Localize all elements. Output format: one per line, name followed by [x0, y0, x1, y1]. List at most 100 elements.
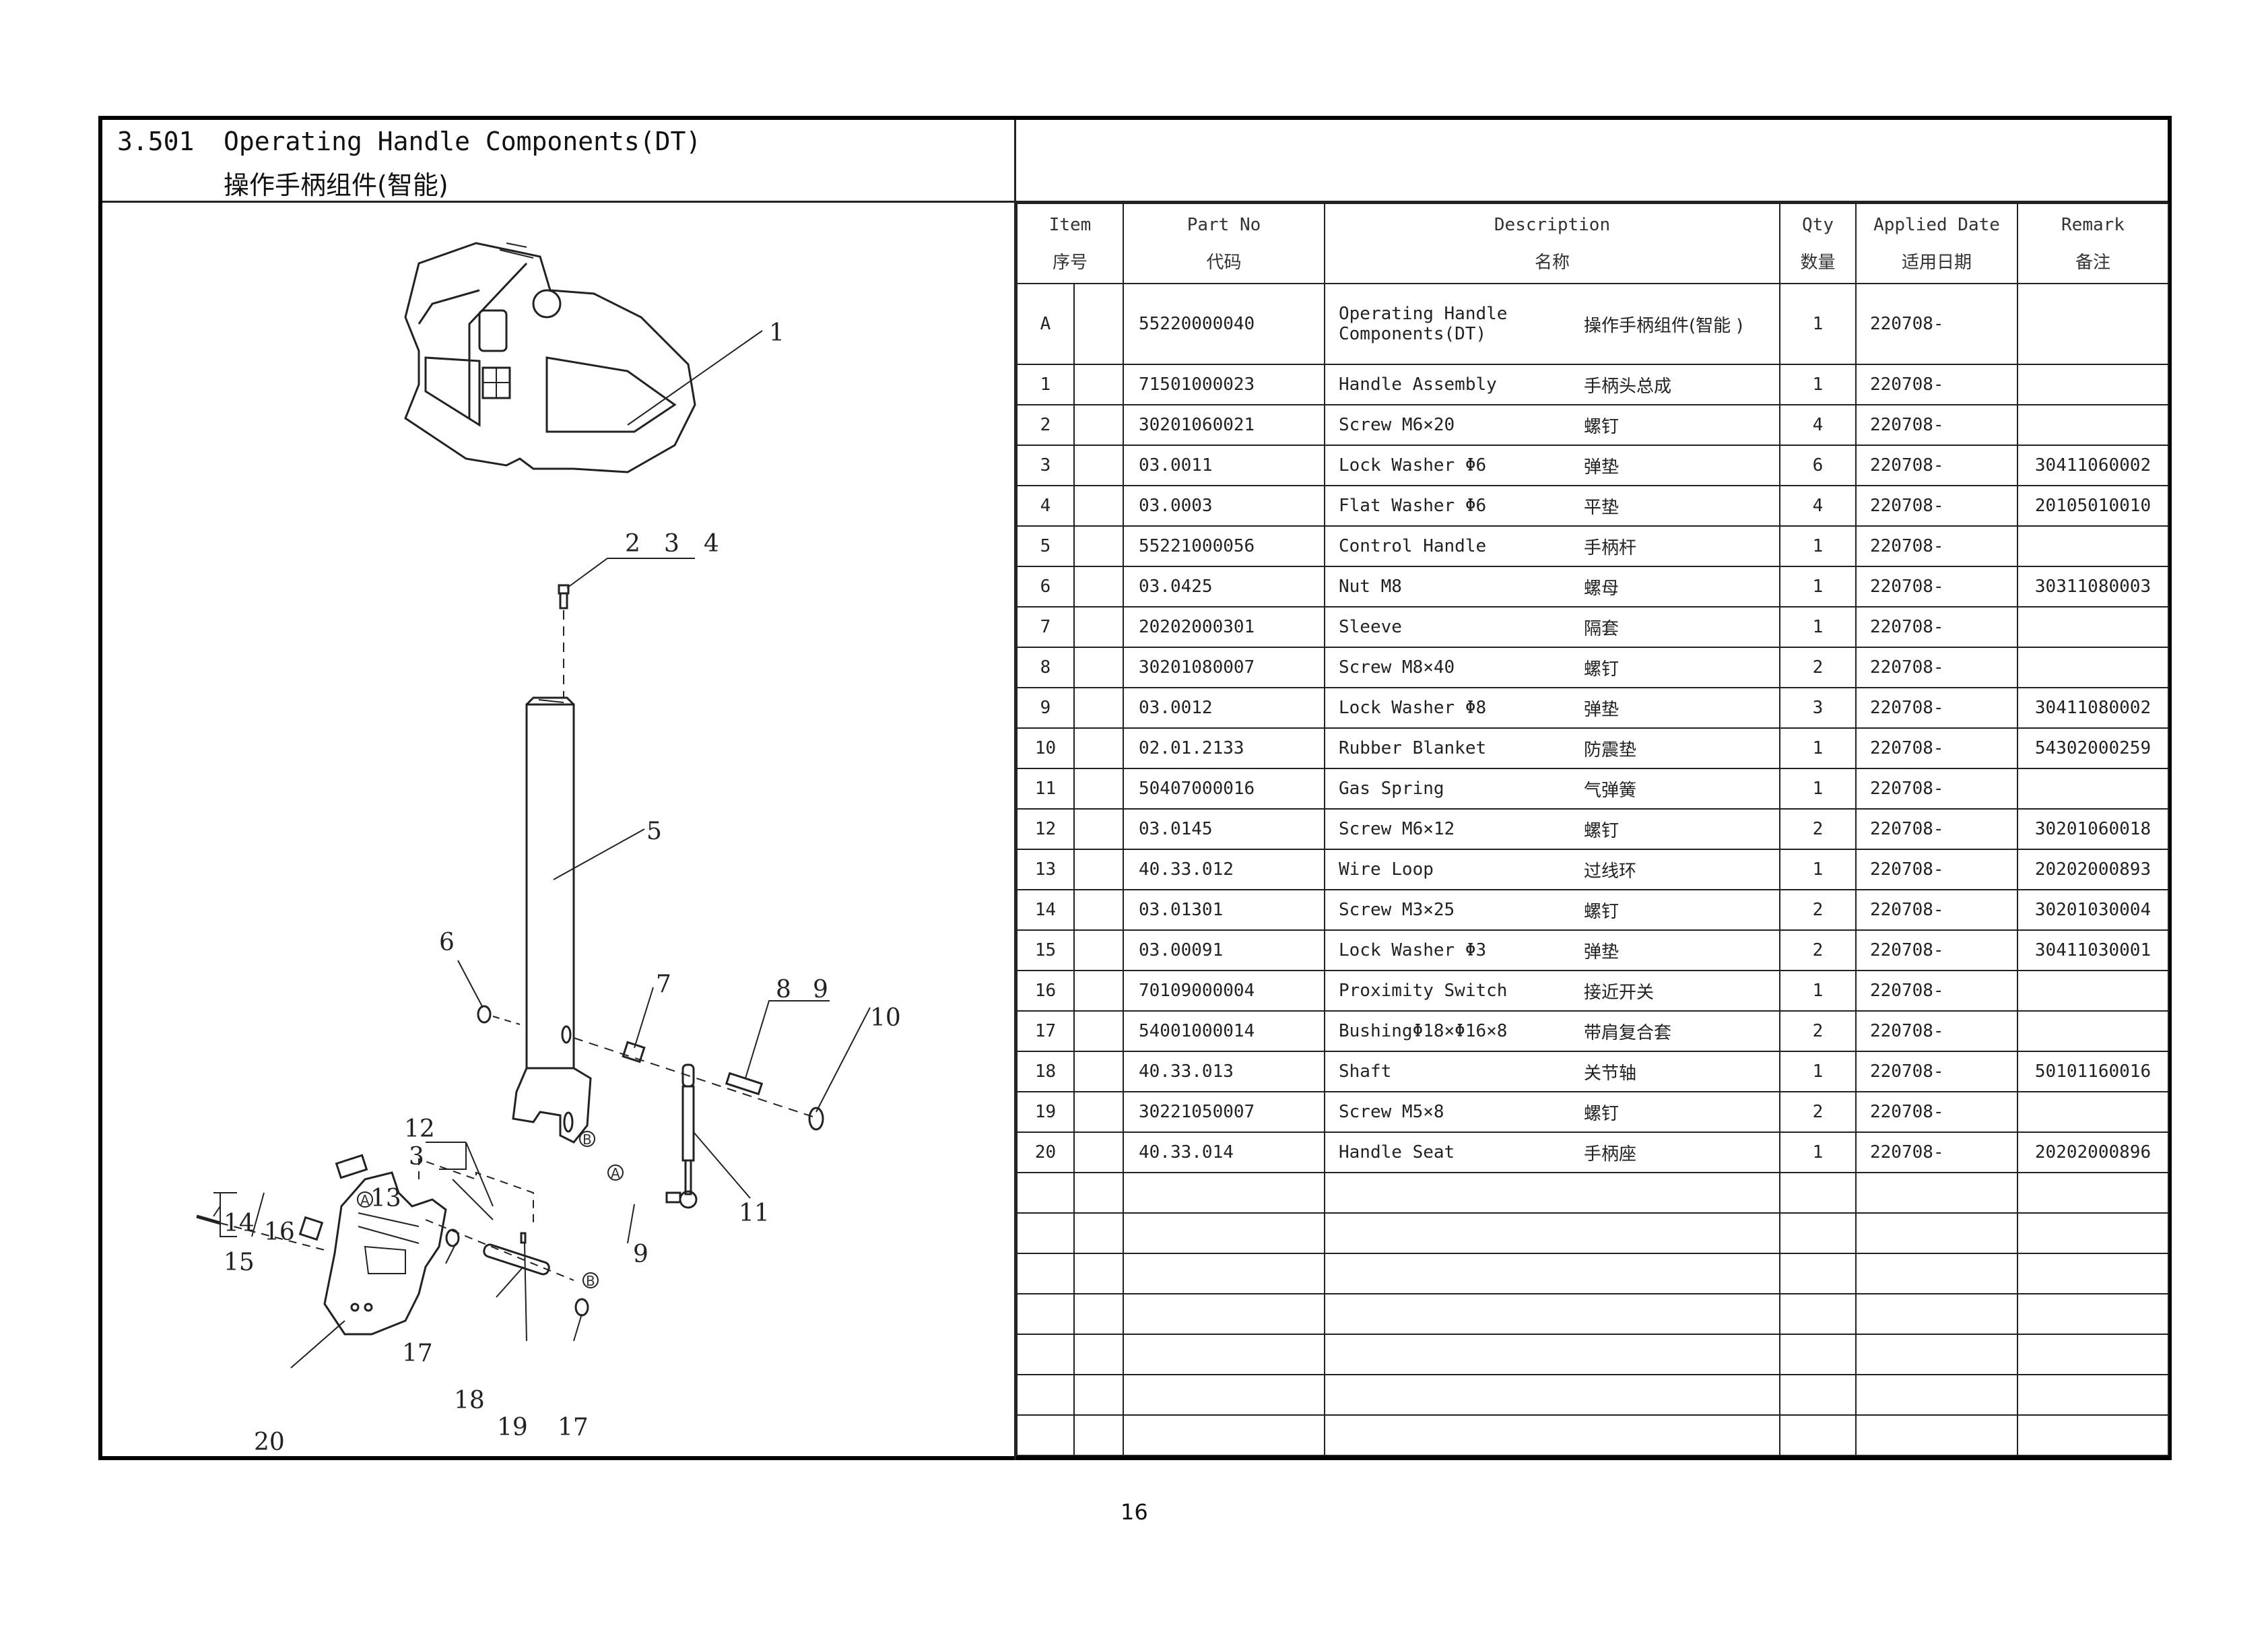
empty-cell — [1016, 1293, 1075, 1335]
cell-desc-en: Flat Washer Φ6 — [1324, 485, 1584, 527]
cell-remark — [2017, 525, 2169, 567]
callout-10: 10 — [870, 1004, 901, 1032]
cell-desc-en: Screw M6×20 — [1324, 404, 1584, 446]
cell-remark: 20202000896 — [2017, 1131, 2169, 1173]
empty-cell — [1855, 1212, 2018, 1254]
cell-pno: 02.01.2133 — [1123, 727, 1325, 769]
empty-cell — [1016, 1253, 1075, 1294]
cell-date: 220708- — [1855, 808, 2018, 850]
empty-cell — [2017, 1414, 2169, 1456]
cell-desc-cn: 气弹簧 — [1584, 768, 1780, 810]
callout-3: 3 — [664, 530, 679, 558]
section-number: 3.501 — [117, 127, 195, 156]
cell-pno: 03.01301 — [1123, 889, 1325, 931]
title-chinese: 操作手柄组件(智能) — [224, 170, 448, 200]
cell-desc-cn: 手柄头总成 — [1584, 364, 1780, 405]
empty-cell — [1584, 1172, 1780, 1214]
empty-table-row — [1016, 1212, 2169, 1254]
empty-cell — [1123, 1293, 1325, 1335]
cell-item: 6 — [1016, 566, 1075, 607]
cell-item: A — [1016, 283, 1075, 365]
empty-cell — [2017, 1334, 2169, 1375]
empty-cell — [1123, 1212, 1325, 1254]
cell-desc-en: Rubber Blanket — [1324, 727, 1584, 769]
cell-remark: 30311080003 — [2017, 566, 2169, 607]
main-divider — [1014, 203, 1016, 1460]
cell-qty: 2 — [1779, 889, 1857, 931]
cell-blank — [1073, 687, 1124, 729]
cell-pno: 40.33.013 — [1123, 1051, 1325, 1092]
cell-blank — [1073, 364, 1124, 405]
empty-cell — [1123, 1374, 1325, 1416]
cell-pno: 40.33.012 — [1123, 849, 1325, 890]
cell-item: 2 — [1016, 404, 1075, 446]
callout-leader-lines — [213, 330, 871, 1369]
callout-15: 15 — [224, 1249, 255, 1276]
callout-17b: 17 — [558, 1414, 589, 1441]
cell-desc-en: Screw M6×12 — [1324, 808, 1584, 850]
gas-spring-assembly-drawing — [561, 1025, 824, 1209]
empty-cell — [1324, 1172, 1584, 1214]
empty-cell — [1855, 1414, 2018, 1456]
top-screw-drawing — [558, 584, 570, 698]
cell-remark — [2017, 647, 2169, 688]
cell-date: 220708- — [1855, 283, 2018, 365]
empty-cell — [1073, 1374, 1124, 1416]
cell-qty: 1 — [1779, 1051, 1857, 1092]
cell-desc-cn: 螺钉 — [1584, 808, 1780, 850]
cell-date: 220708- — [1855, 404, 2018, 446]
callout-7: 7 — [656, 971, 671, 998]
cell-desc-en: Lock Washer Φ6 — [1324, 445, 1584, 486]
cell-remark: 20202000893 — [2017, 849, 2169, 890]
reference-markers — [357, 1131, 624, 1288]
empty-cell — [1855, 1293, 2018, 1335]
handle-head-drawing — [404, 242, 696, 473]
empty-cell — [1779, 1172, 1857, 1214]
cell-pno: 50407000016 — [1123, 768, 1325, 810]
empty-cell — [1584, 1374, 1780, 1416]
cell-blank — [1073, 485, 1124, 527]
cell-qty: 2 — [1779, 1010, 1857, 1052]
cell-pno: 55220000040 — [1123, 283, 1325, 365]
cell-blank — [1073, 566, 1124, 607]
cell-blank — [1073, 929, 1124, 971]
cell-item: 16 — [1016, 970, 1075, 1012]
cell-item: 14 — [1016, 889, 1075, 931]
cell-remark: 30411080002 — [2017, 687, 2169, 729]
cell-item: 19 — [1016, 1091, 1075, 1133]
cell-qty: 2 — [1779, 929, 1857, 971]
cell-desc-en: Nut M8 — [1324, 566, 1584, 607]
cell-pno: 71501000023 — [1123, 364, 1325, 405]
callout-5: 5 — [646, 818, 662, 845]
cell-date: 220708- — [1855, 1010, 2018, 1052]
cell-blank — [1073, 647, 1124, 688]
cell-qty: 1 — [1779, 727, 1857, 769]
cell-qty: 3 — [1779, 687, 1857, 729]
cell-remark — [2017, 364, 2169, 405]
ref-marker-b1: B — [582, 1131, 592, 1148]
empty-cell — [2017, 1212, 2169, 1254]
callout-17a: 17 — [402, 1340, 433, 1367]
cell-item: 5 — [1016, 525, 1075, 567]
cell-desc-cn: 平垫 — [1584, 485, 1780, 527]
cell-item: 17 — [1016, 1010, 1075, 1052]
cell-pno: 70109000004 — [1123, 970, 1325, 1012]
cell-qty: 1 — [1779, 566, 1857, 607]
cell-remark — [2017, 283, 2169, 365]
empty-cell — [1123, 1253, 1325, 1294]
cell-desc-en: Lock Washer Φ3 — [1324, 929, 1584, 971]
parts-sheet-frame: 3.501 Operating Handle Components(DT) 操作… — [98, 116, 2172, 1460]
empty-table-row — [1016, 1414, 2169, 1456]
